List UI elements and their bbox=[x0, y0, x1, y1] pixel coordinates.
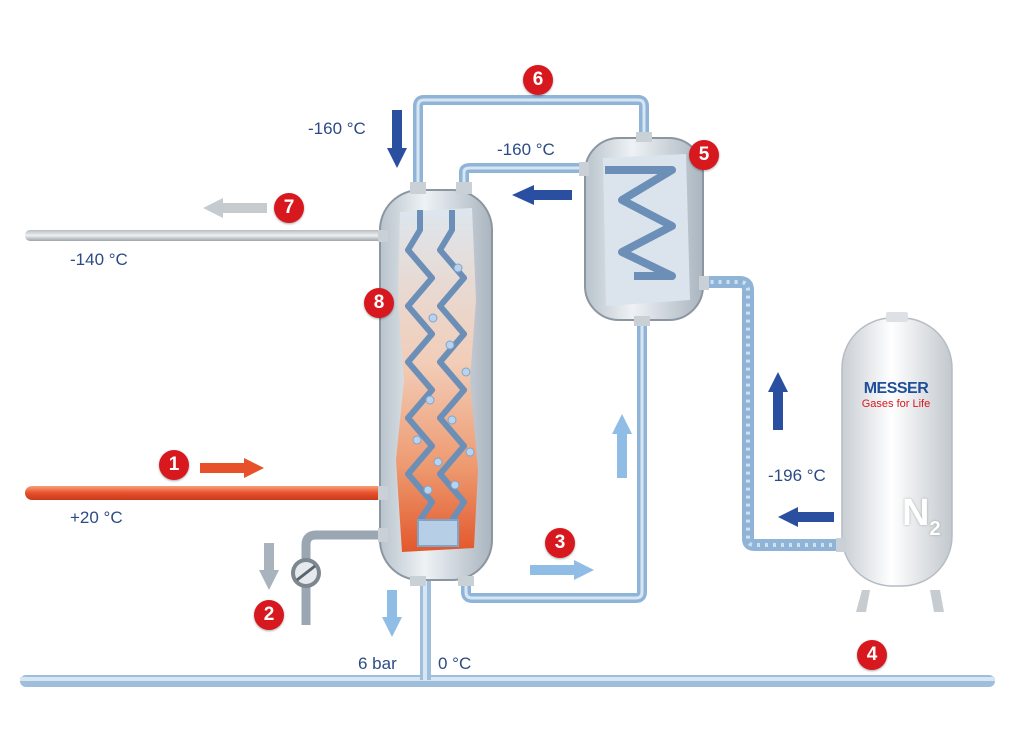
cooling-coil bbox=[605, 166, 676, 280]
label-temp-inlet: +20 °C bbox=[70, 508, 123, 527]
brand-tagline: Gases for Life bbox=[861, 398, 931, 410]
pressure-feed-pipe bbox=[420, 580, 431, 680]
badge-8: 8 bbox=[364, 288, 394, 318]
arrow-down-6bar bbox=[382, 590, 402, 637]
bottom-header-pipe bbox=[20, 675, 995, 687]
tank-label: N2 bbox=[902, 492, 941, 540]
label-temp-top-left: -160 °C bbox=[308, 119, 366, 138]
label-pressure: 6 bar bbox=[358, 654, 397, 673]
badge-7: 7 bbox=[274, 193, 304, 223]
drain-pipe bbox=[301, 530, 382, 625]
arrow-down-drain bbox=[259, 543, 279, 590]
cold-return-pipe bbox=[459, 163, 588, 190]
badge-3: 3 bbox=[545, 528, 575, 558]
badge-4: 4 bbox=[857, 640, 887, 670]
coil-left bbox=[405, 210, 435, 522]
brand-name: MESSER bbox=[863, 380, 929, 397]
label-temp-outlet: -140 °C bbox=[70, 250, 128, 269]
brand-logo: MESSER Gases for Life bbox=[848, 380, 944, 410]
badge-2: 2 bbox=[254, 600, 284, 630]
droplets bbox=[412, 263, 475, 495]
arrow-inlet-hot bbox=[200, 458, 264, 478]
badge-5: 5 bbox=[689, 140, 719, 170]
ln2-heat-exchanger bbox=[579, 132, 709, 326]
arrow-left-mid bbox=[512, 185, 572, 205]
drain-valve bbox=[291, 558, 321, 588]
arrow-up-vapor bbox=[612, 414, 632, 478]
arrows bbox=[200, 110, 834, 637]
label-temp-ln2: -196 °C bbox=[768, 466, 826, 485]
arrow-right-vapor bbox=[530, 560, 594, 580]
arrow-outlet bbox=[203, 198, 267, 218]
exchanger-column bbox=[378, 182, 493, 586]
label-temp-zero: 0 °C bbox=[438, 654, 472, 673]
tank-label-sub: 2 bbox=[929, 518, 941, 540]
arrow-down-top bbox=[387, 110, 407, 168]
label-temp-top-mid: -160 °C bbox=[497, 140, 555, 159]
badge-6: 6 bbox=[523, 65, 553, 95]
hot-inlet-line bbox=[25, 486, 385, 500]
coil-right bbox=[437, 210, 467, 522]
ln2-tank bbox=[836, 312, 953, 612]
arrow-left-ln2 bbox=[778, 507, 834, 527]
outlet-line bbox=[25, 230, 385, 241]
tank-label-main: N bbox=[902, 492, 930, 534]
badge-1: 1 bbox=[159, 450, 189, 480]
arrow-up-ln2 bbox=[768, 372, 788, 430]
